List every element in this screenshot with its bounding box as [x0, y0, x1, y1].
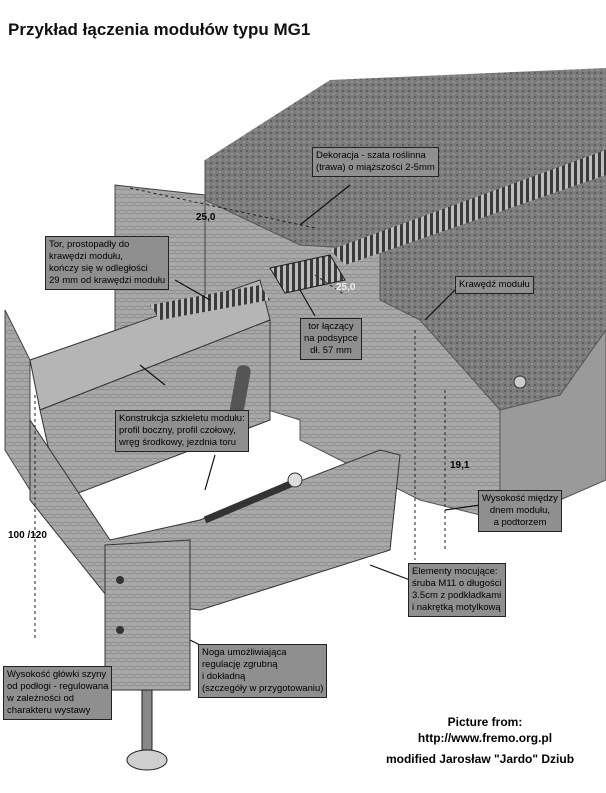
fasteners-callout: Elementy mocujące: śruba M11 o długości … — [408, 563, 506, 617]
left-track — [150, 285, 270, 320]
top-width-dimension: 25,0 — [196, 212, 216, 223]
leg-callout: Noga umożliwiająca regulację zgrubną i d… — [198, 644, 328, 698]
connecting-track-piece — [269, 254, 346, 294]
decoration-callout: Dekoracja - szata roślinna (trawa) o mią… — [312, 147, 439, 177]
frame-height-dimension: 19,1 — [450, 460, 470, 471]
source-url: http://www.fremo.org.pl — [417, 731, 553, 745]
page-title: Przykład łączenia modułów typu MG1 — [8, 20, 311, 39]
track-callout: Tor, prostopadły do krawędzi modułu, koń… — [45, 236, 170, 290]
leader-lines — [34, 187, 446, 640]
wing-nut-icon — [513, 375, 527, 389]
rail-height-callout: Wysokość główki szyny od podłogi - regul… — [3, 666, 113, 720]
washer-icon — [287, 472, 303, 488]
connecting-track-callout: tor łączący na podsypce dł. 57 mm — [300, 318, 362, 360]
modified-by-credit: modified Jarosław "Jardo" Dziub — [385, 752, 575, 766]
frame-construction-callout: Konstrukcja szkieletu modułu: profil boc… — [115, 410, 249, 452]
picture-from-label: Picture from: — [447, 715, 523, 729]
right-module — [204, 68, 606, 521]
rail-height-dimension: 100 /120 — [8, 530, 47, 541]
bolt-icon — [203, 476, 302, 524]
module-edge-callout: Krawędź modułu — [455, 276, 534, 294]
main-track — [330, 150, 606, 265]
joint-width-dimension: 25,0 — [336, 282, 356, 293]
height-between-callout: Wysokość między dnem modułu, a podtorzem — [478, 490, 562, 532]
adjustable-leg — [104, 539, 191, 771]
